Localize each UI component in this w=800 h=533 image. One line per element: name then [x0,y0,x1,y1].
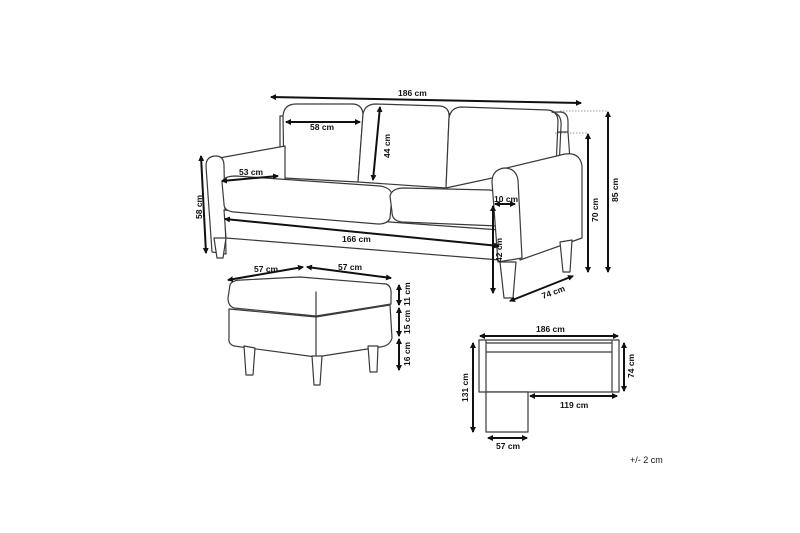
tolerance-note: +/- 2 cm [630,455,663,465]
label-arm-width: 10 cm [494,194,519,204]
label-base-height: 15 cm [402,309,412,334]
sofa-leg [213,237,227,259]
sofa-dimensions: 186 cm 58 cm 44 cm 53 cm 58 cm 166 cm 10… [194,88,620,302]
label-top-total-width: 186 cm [536,324,565,334]
label-ottoman-depth: 57 cm [338,262,363,272]
ottoman-base [228,304,393,358]
ottoman-dimensions: 57 cm 57 cm 11 cm 15 cm 16 cm [227,262,412,371]
label-total-height: 85 cm [610,177,620,202]
back-cushion-middle [357,103,450,189]
label-overall-width: 186 cm [398,88,427,98]
label-back-cushion-width: 58 cm [310,122,335,132]
label-seat-depth: 53 cm [239,167,264,177]
top-view-drawing [478,339,620,433]
ottoman-drawing [227,276,393,386]
back-cushion-left [282,103,364,183]
ottoman-leg [243,345,256,376]
dim-arrow-overall-width [270,94,582,106]
dim-arrow-seat-width [224,216,500,249]
label-back-cushion-height: 44 cm [382,133,392,158]
dim-arrow-seat-depth [221,173,279,184]
sofa-leg [559,239,573,273]
ottoman-leg [367,345,379,373]
top-view-sofa [478,339,620,393]
top-view-ottoman [485,391,529,433]
top-view-dimensions: 186 cm 74 cm 131 cm 119 cm 57 cm [460,324,636,451]
label-top-total-depth: 131 cm [460,373,470,402]
label-ottoman-width: 57 cm [254,264,279,274]
dim-arrow-ottoman-depth [306,264,392,281]
label-top-open-width: 119 cm [560,400,589,410]
label-seat-height: 42 cm [494,237,504,262]
dim-arrow-depth [509,275,574,302]
label-top-sofa-depth: 74 cm [626,353,636,378]
label-arm-height: 58 cm [194,194,204,219]
label-leg-height: 16 cm [402,341,412,366]
label-back-height: 70 cm [590,197,600,222]
dim-arrow-arm-height [198,155,209,254]
dim-arrow-ottoman-width [227,264,304,283]
label-seat-width: 166 cm [342,234,371,244]
ottoman-leg [311,355,323,386]
label-top-ottoman-width: 57 cm [496,441,521,451]
label-depth: 74 cm [540,283,566,301]
dim-arrow-back-cushion-height [370,106,383,181]
sofa-leg [499,261,517,299]
label-cushion-height: 11 cm [402,282,412,306]
seat-cushion-right [389,187,499,227]
